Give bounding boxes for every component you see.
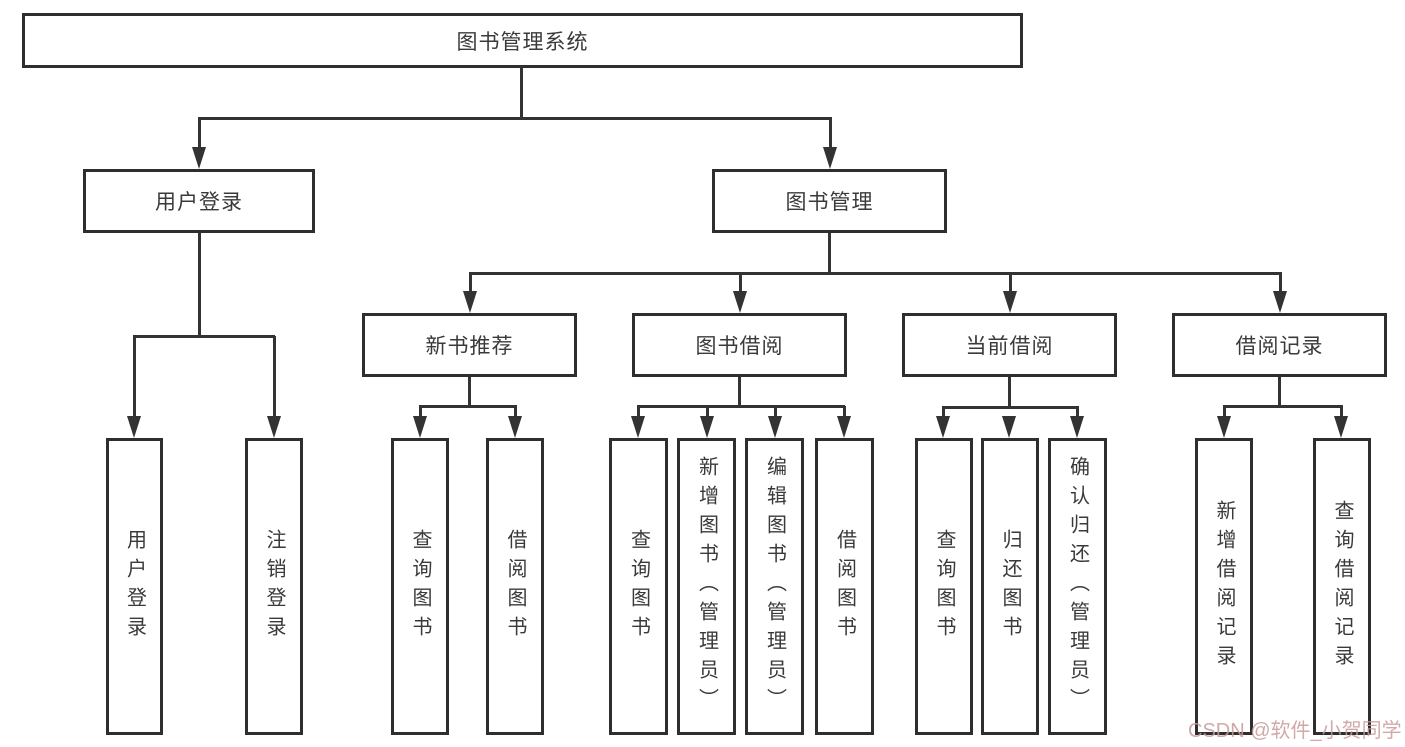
node-label: 查询借阅记录 [1331,499,1353,674]
node-query-books-recommend: 查询图书 [391,438,449,735]
arrow-down-icon [463,291,477,313]
connector-line [1009,273,1012,294]
arrow-down-icon [267,416,281,438]
node-label: 图书管理 [785,191,874,214]
node-label: 借阅图书 [833,528,856,645]
connector-line [828,233,831,274]
connector-line [419,405,517,408]
node-label: 新增借阅记录 [1213,499,1235,674]
connector-line [1279,273,1282,294]
node-query-books-borrowing: 查询图书 [609,438,668,735]
arrow-down-icon [1002,416,1016,438]
connector-line [1223,405,1343,408]
arrow-down-icon [700,416,714,438]
connector-line [738,377,741,407]
arrow-down-icon [631,416,645,438]
node-query-books-current: 查询图书 [915,438,973,735]
node-edit-book-admin: 编辑图书（管理员） [745,438,804,735]
connector-line [1223,406,1226,420]
node-label: 查询图书 [627,528,650,645]
connector-line [198,233,201,337]
node-label: 注销登录 [263,528,285,645]
connector-line [514,406,517,420]
node-add-borrow-record: 新增借阅记录 [1195,438,1253,735]
arrow-down-icon [1003,291,1017,313]
node-return-books: 归还图书 [981,438,1039,735]
connector-line [469,273,472,294]
connector-line [829,118,832,150]
connector-line [637,406,640,420]
connector-line [637,405,845,408]
connector-line [133,336,136,420]
csdn-watermark: CSDN @软件_小贺同学 [1188,720,1402,742]
node-book-management: 图书管理 [712,169,947,233]
node-label: 借阅图书 [504,528,526,645]
node-label: 用户登录 [155,191,243,214]
connector-line [774,406,777,420]
arrow-down-icon [837,416,851,438]
arrow-down-icon [1334,416,1348,438]
node-current-borrowing: 当前借阅 [902,313,1117,377]
connector-line [419,406,422,420]
arrow-down-icon [936,416,950,438]
arrow-down-icon [413,416,427,438]
connector-line [1076,407,1079,420]
connector-line [468,377,471,407]
node-label: 归还图书 [999,528,1021,645]
node-add-book-admin: 新增图书（管理员） [677,438,736,735]
connector-line [469,272,1282,275]
node-label: 新书推荐 [425,335,514,358]
arrow-down-icon [768,416,782,438]
node-new-book-recommend: 新书推荐 [362,313,577,377]
arrow-down-icon [1070,416,1084,438]
node-label: 查询图书 [933,528,955,645]
connector-line [133,335,275,338]
connector-line [843,406,846,420]
connector-line [706,406,709,420]
node-label: 新增图书（管理员） [695,456,718,717]
node-label: 编辑图书（管理员） [763,456,786,717]
arrow-down-icon [192,147,206,169]
arrow-down-icon [127,416,141,438]
node-book-borrowing: 图书借阅 [632,313,847,377]
node-label: 图书管理系统 [456,30,589,54]
connector-line [942,407,945,420]
connector-line [520,66,523,119]
arrow-down-icon [1217,416,1231,438]
node-borrow-books-borrowing: 借阅图书 [815,438,874,735]
node-label: 查询图书 [409,528,431,645]
node-library-management-system: 图书管理系统 [22,13,1023,68]
arrow-down-icon [1273,291,1287,313]
node-label: 图书借阅 [695,335,784,358]
node-confirm-return-admin: 确认归还（管理员） [1048,438,1107,735]
connector-line [1008,377,1011,408]
node-logout: 注销登录 [245,438,303,735]
arrow-down-icon [733,291,747,313]
node-borrow-books-recommend: 借阅图书 [486,438,544,735]
connector-line [198,117,832,120]
node-label: 确认归还（管理员） [1066,456,1089,717]
connector-line [739,273,742,294]
connector-line [1340,406,1343,420]
connector-line [942,406,1079,409]
arrow-down-icon [508,416,522,438]
node-user-login: 用户登录 [83,169,315,233]
node-query-borrow-record: 查询借阅记录 [1313,438,1371,735]
node-label: 当前借阅 [965,335,1054,358]
node-label: 借阅记录 [1235,335,1324,358]
connector-line [273,336,276,420]
node-user-login-leaf: 用户登录 [106,438,163,735]
node-label: 用户登录 [123,528,146,645]
node-borrowing-records: 借阅记录 [1172,313,1387,377]
arrow-down-icon [823,147,837,169]
connector-line [1278,377,1281,407]
connector-line [198,118,201,150]
